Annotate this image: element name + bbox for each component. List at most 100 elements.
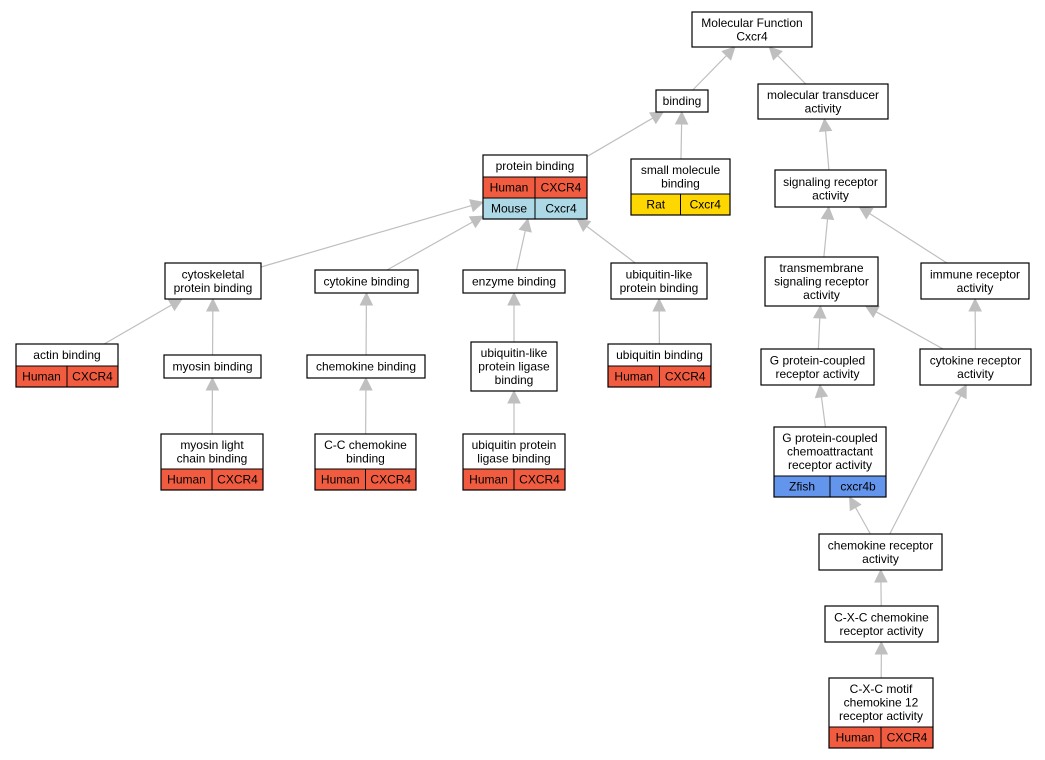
node-label-line: activity <box>862 552 899 566</box>
node-border <box>691 11 813 48</box>
node-label-line: activity <box>812 188 849 202</box>
edge-arrowhead <box>768 46 783 61</box>
node-border <box>655 89 709 113</box>
node-border <box>607 343 712 388</box>
node-title-cell <box>692 12 812 47</box>
node-label-line: activity <box>957 367 994 381</box>
edge-arrowhead <box>652 297 666 312</box>
edge-arrowhead <box>812 304 827 319</box>
node-title-cell <box>463 434 565 469</box>
gene-label: cxcr4b <box>840 480 876 494</box>
edge-chemokine_receptor-to-gpcr_chemo <box>849 496 871 535</box>
edge-arrowhead <box>468 215 484 229</box>
node-border <box>610 262 708 300</box>
edge-ubiquitin_binding-to-ubl_protein_binding <box>652 297 666 345</box>
edge-line <box>869 212 948 264</box>
node-border <box>773 426 887 498</box>
edge-myosin_binding-to-cytoskeletal <box>206 297 220 356</box>
go-term-enzyme_binding: enzyme binding <box>462 269 566 294</box>
node-label-line: protein binding <box>174 281 253 295</box>
node-label-line: ligase binding <box>477 451 550 465</box>
gene-label: CXCR4 <box>519 473 560 487</box>
node-label-line: protein ligase <box>478 360 550 374</box>
node-label-line: actin binding <box>33 348 100 362</box>
node-border <box>757 83 889 120</box>
edge-ubl_protein_binding-to-protein_binding <box>576 218 636 264</box>
node-label-line: receptor activity <box>839 624 923 638</box>
node-label-line: activity <box>803 288 840 302</box>
node-border <box>920 262 1030 300</box>
node-label-line: receptor activity <box>839 709 923 723</box>
node-border <box>462 433 566 491</box>
node-label-line: binding <box>495 373 534 387</box>
node-border <box>164 262 262 300</box>
node-border <box>482 154 588 220</box>
node-title-cell <box>164 355 261 378</box>
node-border <box>818 533 943 571</box>
node-label-line: chemokine receptor <box>828 538 933 552</box>
node-border <box>470 341 558 392</box>
edge-arrowhead <box>205 376 220 391</box>
node-label-line: binding <box>661 176 700 190</box>
edge-arrowhead <box>507 291 521 306</box>
edge-line <box>820 396 826 428</box>
species-label: Human <box>614 370 653 384</box>
node-title-cell <box>761 349 874 385</box>
node-label-line: C-X-C motif <box>850 682 913 696</box>
edge-line <box>692 55 727 91</box>
node-title-cell <box>921 263 1029 299</box>
species-label: Rat <box>646 198 665 212</box>
node-border <box>462 269 566 294</box>
edge-arrowhead <box>874 640 889 655</box>
node-label-line: signaling receptor <box>783 175 878 189</box>
node-title-cell <box>829 678 933 727</box>
node-title-cell <box>307 355 425 378</box>
node-border <box>314 269 419 294</box>
node-title-cell <box>758 84 888 119</box>
edge-mol_transducer-to-mf <box>768 46 807 85</box>
edge-actin_binding-to-cytoskeletal <box>103 298 183 345</box>
edge-arrowhead <box>849 496 862 512</box>
edge-line <box>386 221 473 271</box>
edge-arrowhead <box>359 291 374 306</box>
node-label-line: ubiquitin-like <box>481 346 548 360</box>
edge-enzyme_binding-to-protein_binding <box>515 217 532 271</box>
edge-arrowhead <box>576 218 592 232</box>
node-border <box>160 433 264 491</box>
node-title-cell <box>16 344 118 366</box>
edge-cc_chemokine-to-chemokine_binding <box>359 376 373 435</box>
edge-arrowhead <box>507 389 521 404</box>
node-label-line: chemokine binding <box>316 360 416 374</box>
edge-arrowhead <box>818 117 833 133</box>
edge-cytokine_receptor-to-transmembrane <box>864 305 944 350</box>
species-label: Human <box>321 473 360 487</box>
node-label-line: immune receptor <box>930 267 1020 281</box>
node-label-line: G protein-coupled <box>782 431 877 445</box>
species-label: Human <box>490 181 529 195</box>
go-term-cytokine_binding: cytokine binding <box>314 269 419 294</box>
edge-protein_binding-to-binding <box>586 111 665 158</box>
gene-label: CXCR4 <box>370 473 411 487</box>
edge-cxc_motif_12-to-cxc_chemokine_receptor <box>874 640 889 679</box>
node-border <box>824 605 939 643</box>
node-title-cell <box>825 606 938 642</box>
node-label-line: cytoskeletal <box>182 267 245 281</box>
edge-arrowhead <box>674 110 689 125</box>
node-label-line: receptor activity <box>788 458 872 472</box>
node-label-line: molecular transducer <box>767 88 879 102</box>
node-border <box>764 256 879 307</box>
node-label-line: enzyme binding <box>472 275 556 289</box>
node-border <box>919 348 1032 386</box>
edge-line <box>777 55 807 85</box>
edge-arrowhead <box>206 297 220 312</box>
node-label-line: ubiquitin-like <box>626 267 693 281</box>
